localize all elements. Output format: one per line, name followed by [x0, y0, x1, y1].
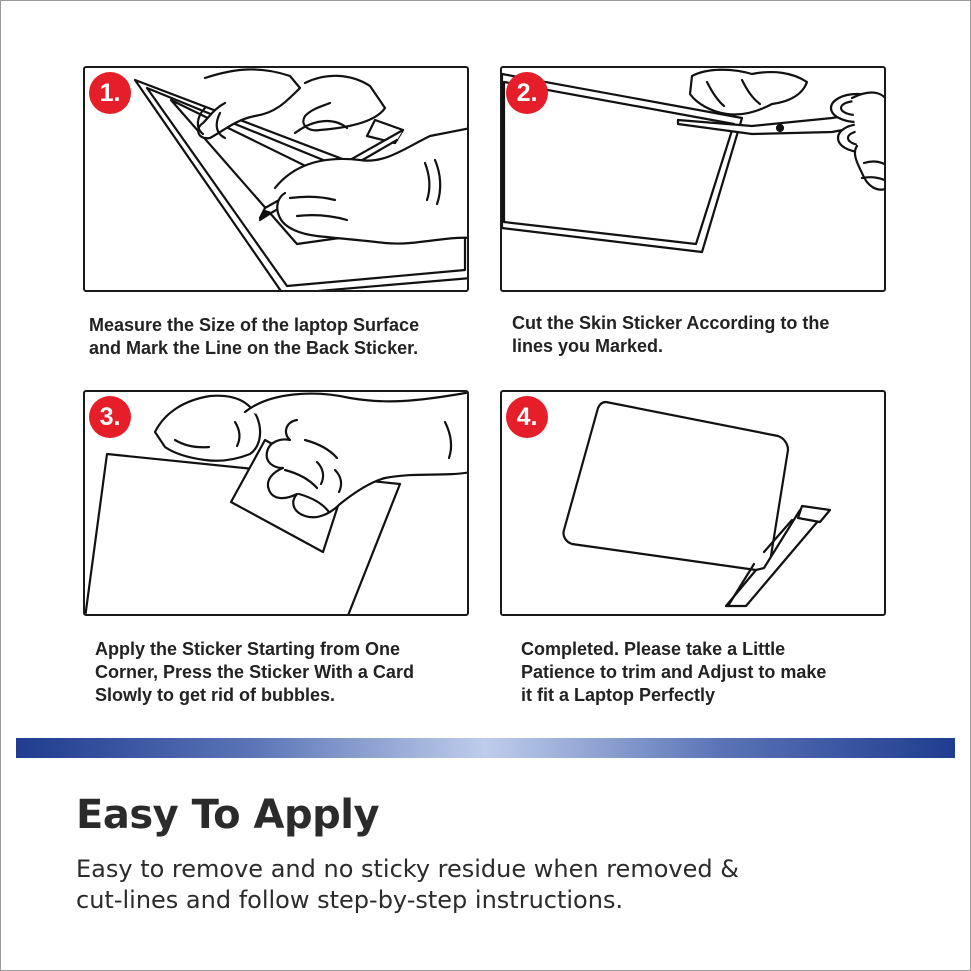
step-1-panel: 1.: [83, 66, 469, 292]
step-number-badge: 3.: [89, 396, 131, 438]
caption-line: Cut the Skin Sticker According to the: [512, 313, 830, 333]
step-4-panel: 4.: [500, 390, 886, 616]
step-2-panel: 2.: [500, 66, 886, 292]
step-2-caption: Cut the Skin Sticker According to the li…: [512, 312, 829, 358]
section-heading: Easy To Apply: [76, 792, 380, 838]
step-number-badge: 4.: [506, 396, 548, 438]
section-description: Easy to remove and no sticky residue whe…: [76, 854, 936, 916]
scissors-cutting-icon: [502, 68, 884, 254]
description-line: Easy to remove and no sticky residue whe…: [76, 855, 739, 883]
caption-line: Slowly to get rid of bubbles.: [95, 685, 336, 705]
caption-line: Measure the Size of the laptop Surface: [89, 315, 420, 335]
laptop-folded-sticker-icon: [562, 400, 832, 608]
step-3-caption: Apply the Sticker Starting from One Corn…: [95, 638, 414, 707]
step-number-badge: 2.: [506, 72, 548, 114]
card-pressing-icon: [85, 392, 467, 614]
gradient-divider-bar: [16, 738, 955, 758]
step-1-caption: Measure the Size of the laptop Surface a…: [89, 314, 419, 360]
caption-line: and Mark the Line on the Back Sticker.: [89, 338, 419, 358]
pencil-marking-icon: [133, 68, 467, 290]
caption-line: it fit a Laptop Perfectly: [521, 685, 716, 705]
caption-line: Apply the Sticker Starting from One: [95, 639, 401, 659]
step-3-panel: 3.: [83, 390, 469, 616]
caption-line: Corner, Press the Sticker With a Card: [95, 662, 414, 682]
step-4-caption: Completed. Please take a Little Patience…: [521, 638, 826, 707]
caption-line: lines you Marked.: [512, 336, 664, 356]
caption-line: Patience to trim and Adjust to make: [521, 662, 827, 682]
description-line: cut-lines and follow step-by-step instru…: [76, 886, 624, 914]
step-number-badge: 1.: [89, 72, 131, 114]
caption-line: Completed. Please take a Little: [521, 639, 786, 659]
